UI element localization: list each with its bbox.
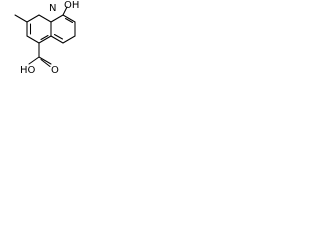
carbonyl-oxygen-label: O [51,65,59,76]
left-ring [26,14,52,44]
carboxyl-oxygen-bond [38,56,52,65]
bond-right-ring-double-1 [64,17,74,24]
carboxyl-double-bond [40,58,51,68]
methyl-bond [14,14,28,23]
hydroxyl-label: OH [64,0,79,11]
chemical-structure-diagram: N OH O HO [14,0,79,76]
bond-right-ring-5 [50,35,64,44]
substituents [14,6,68,68]
bond-left-ring-6 [38,14,52,23]
bond-right-ring-1 [50,14,64,23]
right-ring [50,14,76,44]
bond-right-ring-4 [62,35,76,44]
bond-left-ring-4 [38,35,52,44]
hydroxyl-bond [62,6,68,16]
bond-right-ring-double-2 [53,33,64,40]
bond-left-ring-3 [26,35,40,44]
ring-nitrogen-label: N [49,3,56,14]
bond-left-ring-double-2 [40,34,49,41]
acid-hydroxyl-label: HO [20,65,36,76]
bond-right-ring-2 [62,14,76,23]
bond-left-ring-1 [26,14,40,23]
carboxyl-hydroxyl-bond [28,56,40,65]
